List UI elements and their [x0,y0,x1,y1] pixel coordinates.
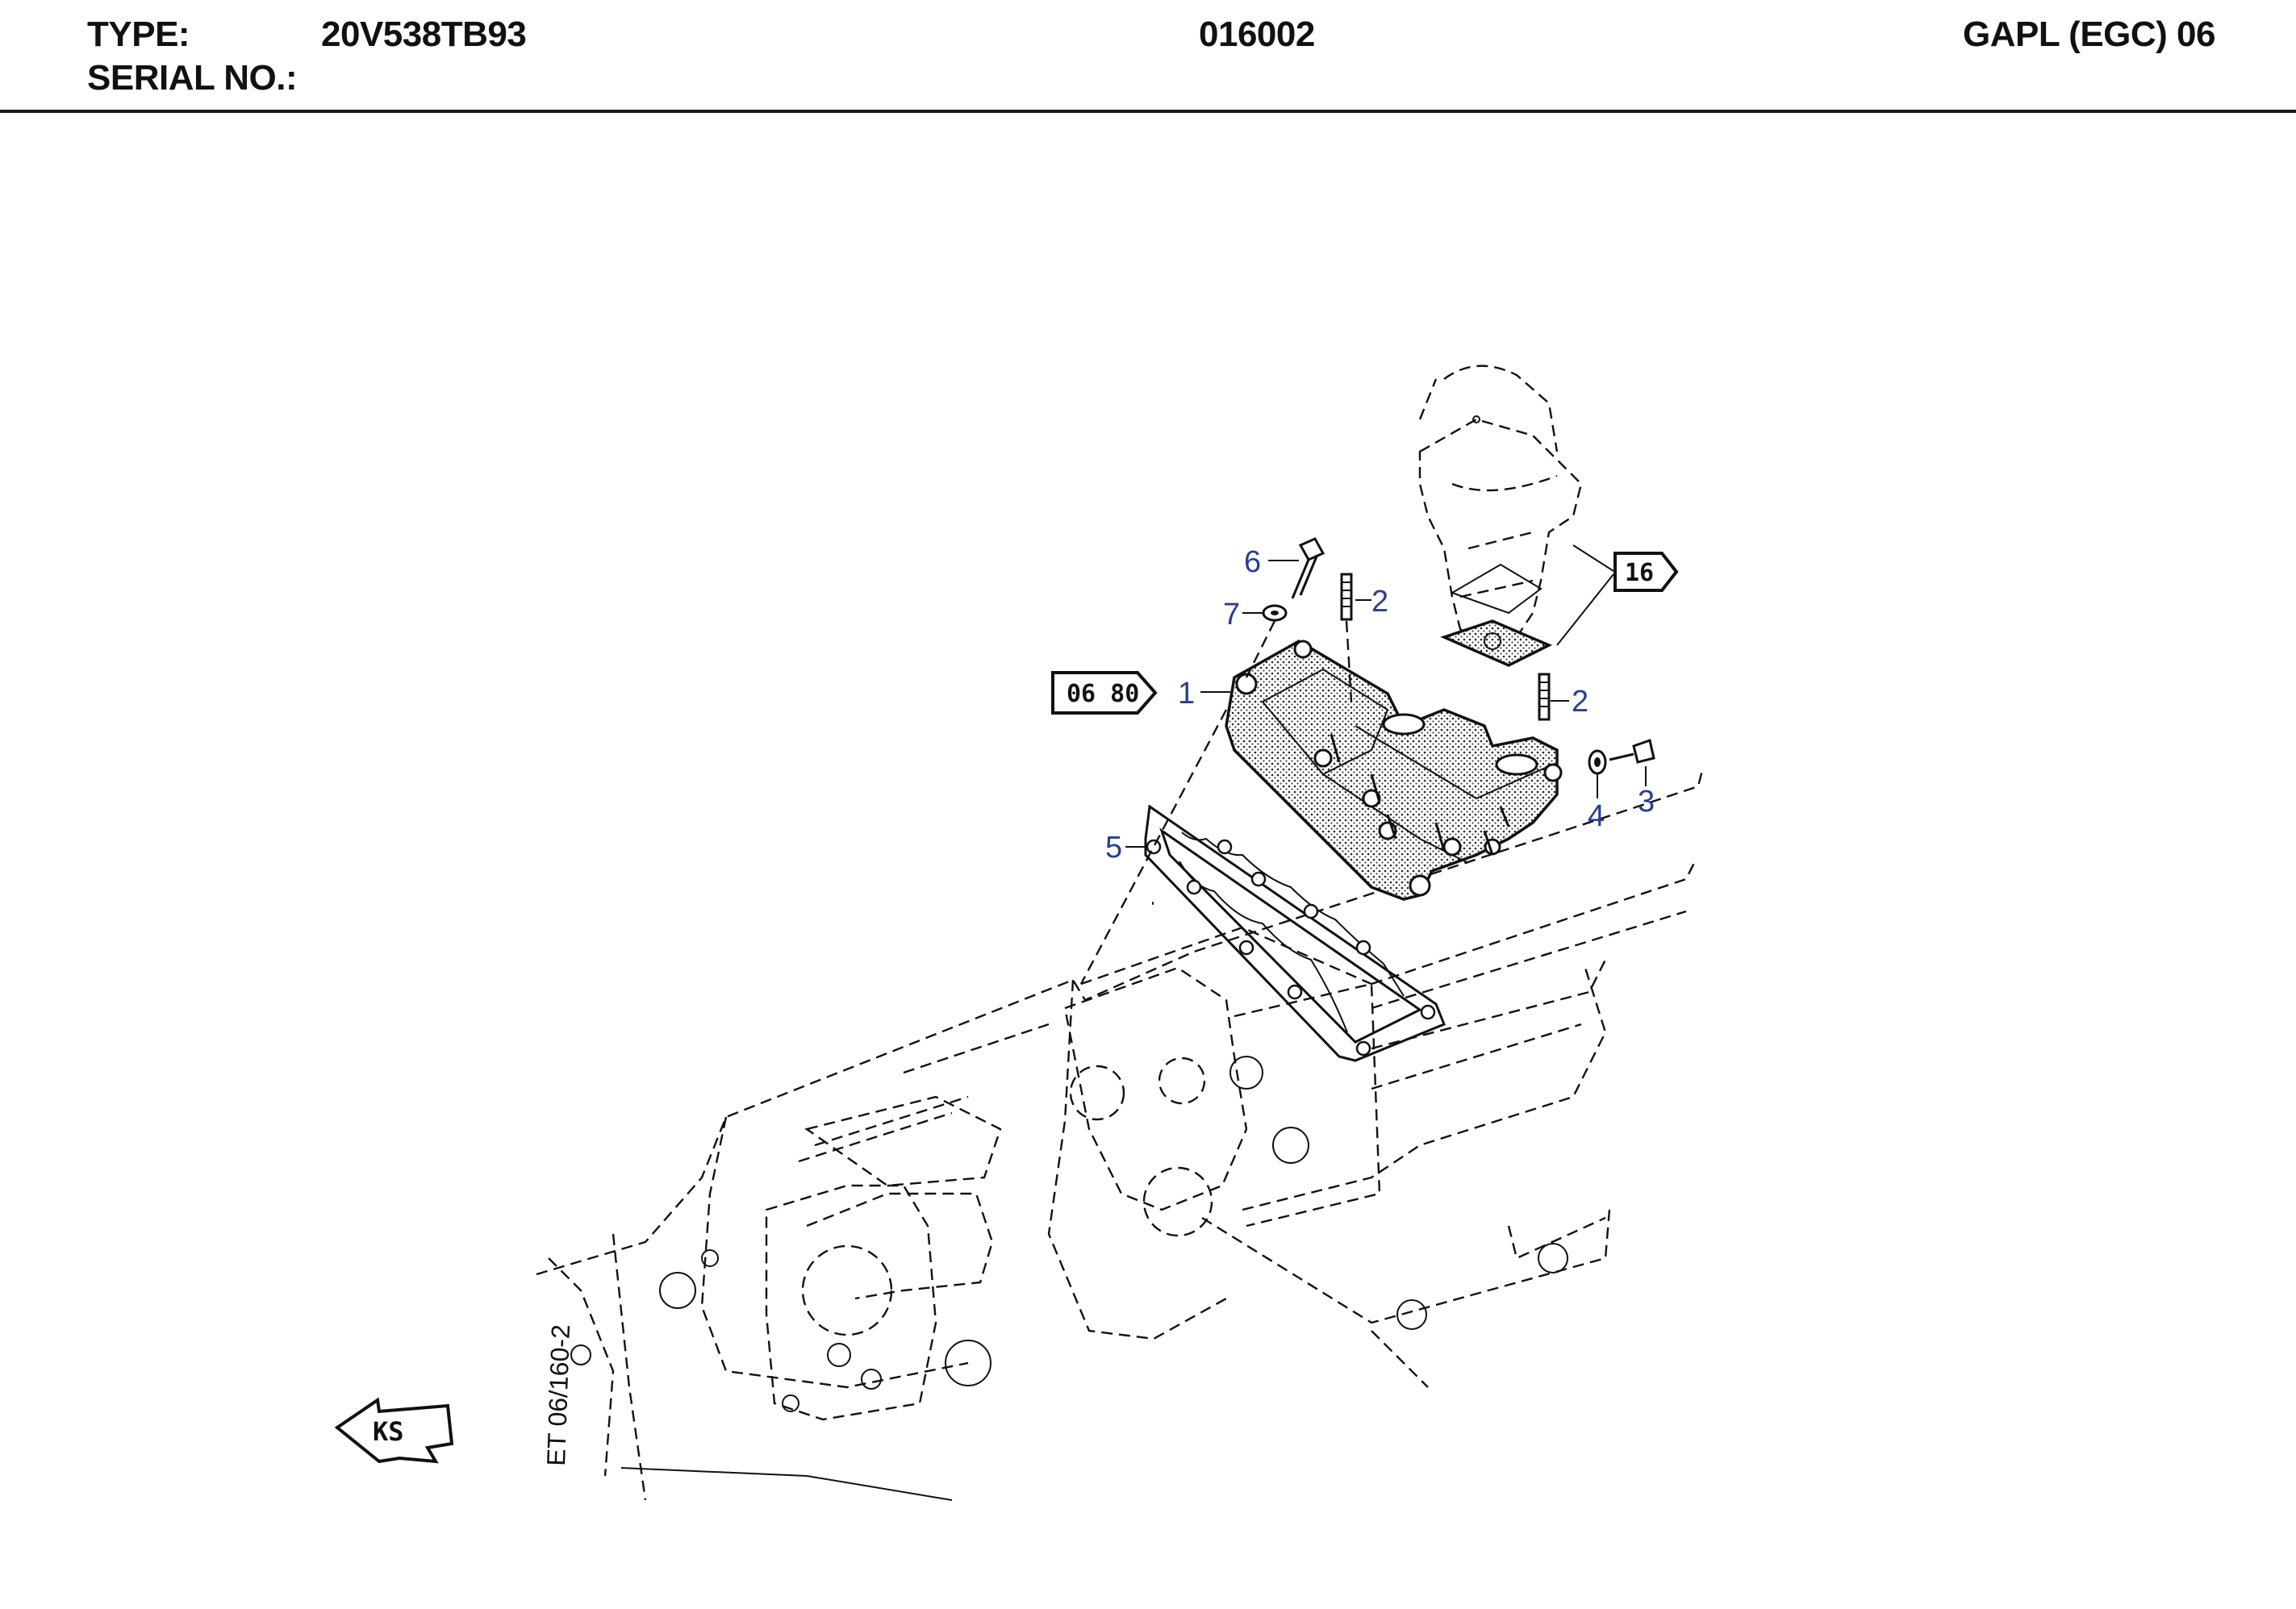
callout-1: 1 [1178,677,1195,711]
stud-part-2-upper [1340,573,1353,702]
type-value: 20V538TB93 [321,15,527,54]
housing-part-1 [1225,639,1563,901]
callout-4: 4 [1588,799,1605,833]
callout-leaders [1125,544,1647,848]
upper-connection-fitting [1418,365,1583,667]
serial-number-label: SERIAL NO.: [87,58,298,98]
exploded-parts-drawing: 1 2 2 3 4 5 6 7 06 80 16 KS ET 06/160-2 [0,113,2296,1605]
callout-2-lower: 2 [1572,685,1588,719]
assembly-line-6-7 [1245,620,1276,678]
drawing-code: ET 06/160-2 [541,1324,575,1467]
page-header: TYPE: 20V538TB93 SERIAL NO.: 016002 GAPL… [0,0,2296,113]
callout-6: 6 [1244,545,1261,579]
group-code: GAPL (EGC) 06 [1963,15,2215,54]
parts-diagram-svg: 1 2 2 3 4 5 6 7 06 80 16 KS ET 06/160-2 [334,365,1704,1501]
document-number: 016002 [1199,15,1315,54]
gasket-part-5 [1144,804,1446,1062]
washer-part-7 [1262,604,1288,622]
reference-label-06-80: 06 80 [1067,680,1139,708]
washer-part-4 [1588,749,1607,775]
callout-5: 5 [1105,831,1122,865]
screw-part-6 [1291,537,1325,599]
type-label: TYPE: [87,15,190,54]
stud-part-2-lower [1538,673,1551,721]
callout-2-upper: 2 [1371,585,1388,619]
ks-label: KS [373,1416,404,1447]
screw-part-3 [1609,739,1655,764]
reference-box-06-80[interactable]: 06 80 [1051,671,1158,715]
reference-box-16[interactable]: 16 [1613,552,1679,592]
callout-7: 7 [1223,598,1240,632]
engine-block-outline [536,769,1704,1501]
assembly-line-left [1079,709,1228,985]
reference-label-16: 16 [1625,559,1654,587]
callout-3: 3 [1638,785,1655,819]
ks-direction-arrow: KS [334,1397,454,1464]
callout-numbers: 1 2 2 3 4 5 6 7 [1105,545,1655,865]
